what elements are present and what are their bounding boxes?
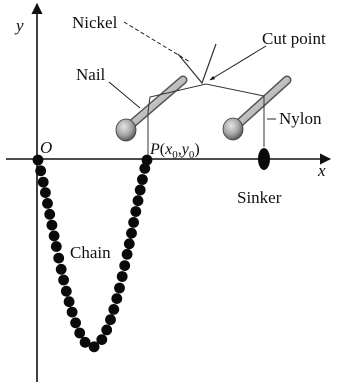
chain-bead xyxy=(55,263,67,275)
chain-bead xyxy=(114,282,125,294)
y-axis-label: y xyxy=(14,16,24,35)
nail-callout-line xyxy=(108,81,141,109)
chain-bead xyxy=(132,195,144,207)
chain-bead xyxy=(48,230,60,242)
chain-bead xyxy=(37,176,49,188)
chain-bead xyxy=(50,241,62,252)
chain-bead xyxy=(119,260,131,271)
chain-bead xyxy=(128,217,140,228)
origin-label: O xyxy=(40,138,52,157)
left-nail-head xyxy=(115,118,137,142)
chain-bead xyxy=(40,187,51,199)
left-nail xyxy=(115,75,188,142)
left-nail-shaft-highlight xyxy=(123,77,186,132)
chain-bead xyxy=(116,271,128,282)
chain-bead xyxy=(105,314,116,326)
chain-bead xyxy=(32,154,44,166)
chain-bead xyxy=(60,285,72,297)
chain-bead xyxy=(137,174,148,185)
chain-label: Chain xyxy=(70,243,111,262)
chain-bead xyxy=(126,227,137,239)
chain-bead xyxy=(108,304,120,315)
chain-bead xyxy=(66,306,78,318)
chain-bead xyxy=(53,252,65,264)
x-axis-label: x xyxy=(317,161,326,180)
sinker-weight xyxy=(258,148,270,170)
right-nail-shaft-highlight xyxy=(231,77,290,131)
nylon-label: Nylon xyxy=(279,109,322,128)
chain-bead xyxy=(123,238,135,250)
chain xyxy=(32,154,153,353)
chain-bead xyxy=(141,154,153,166)
chain-bead xyxy=(130,206,142,217)
chain-bead xyxy=(79,336,91,348)
chain-bead xyxy=(88,341,100,353)
chain-bead xyxy=(134,184,146,196)
sinker-label: Sinker xyxy=(237,188,282,207)
chain-bead xyxy=(58,274,69,286)
chain-bead xyxy=(46,219,58,231)
nylon-thread xyxy=(147,83,265,159)
nickel-shape xyxy=(177,43,217,85)
cut-point-callout-line xyxy=(209,45,267,81)
nickel-label: Nickel xyxy=(72,13,118,32)
point-p-label: P(x0,y0) xyxy=(149,141,200,161)
chain-bead xyxy=(74,327,86,339)
chain-bead xyxy=(42,198,53,209)
chain-bead xyxy=(111,293,123,304)
nail-label: Nail xyxy=(76,65,106,84)
cut-point-label: Cut point xyxy=(262,29,326,48)
right-nail xyxy=(222,75,292,141)
chain-bead xyxy=(70,317,81,329)
chain-bead xyxy=(44,208,56,220)
chain-bead xyxy=(101,324,113,336)
chain-bead xyxy=(35,165,47,177)
chain-bead xyxy=(139,163,151,174)
chain-bead xyxy=(96,334,108,345)
chain-bead xyxy=(63,296,75,308)
chain-bead xyxy=(121,248,133,260)
right-nail-head xyxy=(222,117,244,141)
nickel-callout-line xyxy=(123,21,191,63)
